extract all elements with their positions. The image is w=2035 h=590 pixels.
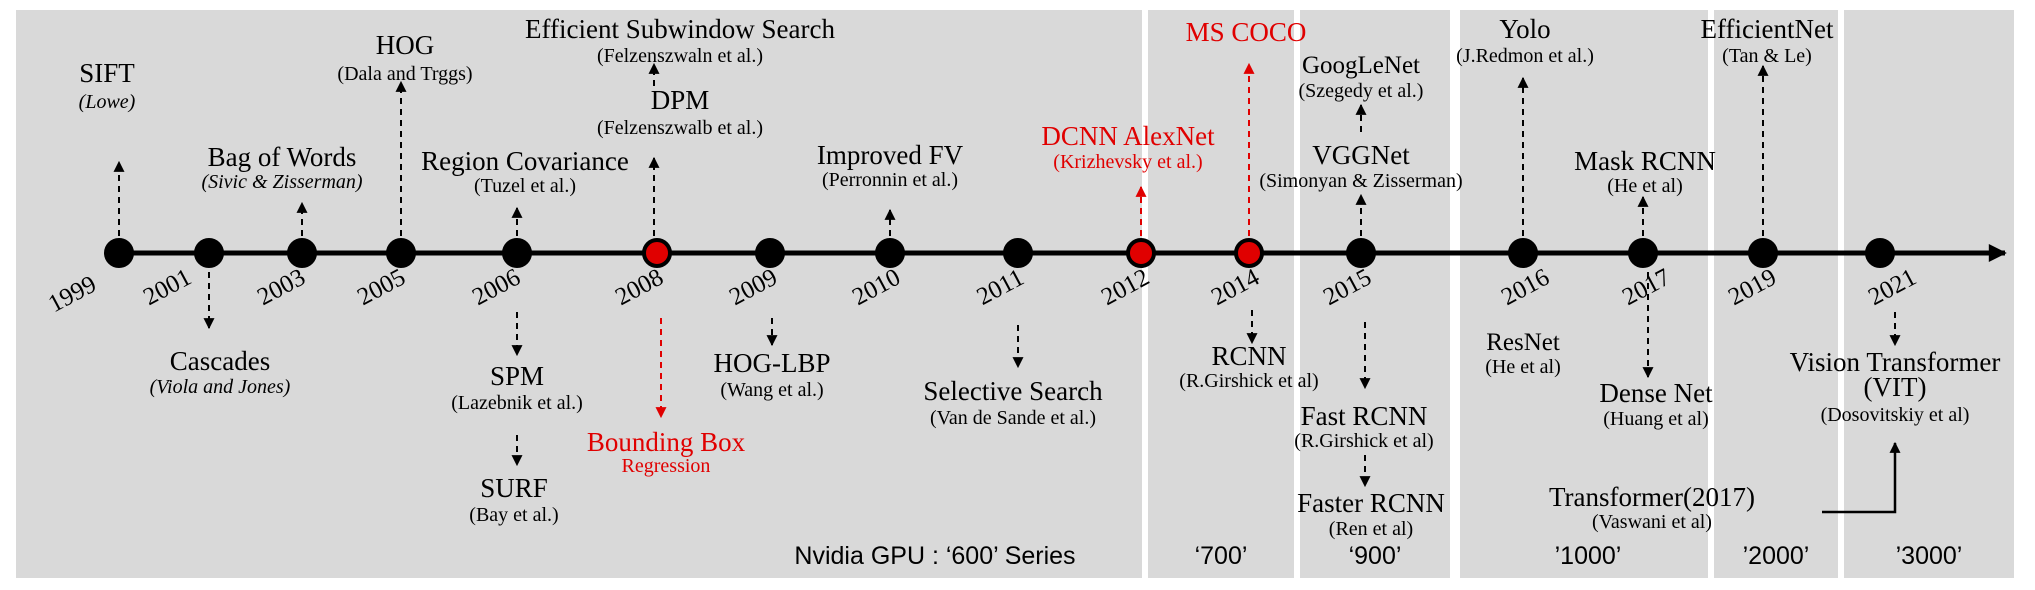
- gpu-era-label: ’1000’: [1555, 542, 1622, 570]
- milestone-name: Yolo: [1499, 14, 1550, 44]
- panel-2000: [1714, 10, 1838, 578]
- gpu-era-label: Nvidia GPU : ‘600’ Series: [794, 542, 1075, 570]
- node-1999: [104, 238, 134, 268]
- node-2003: [287, 238, 317, 268]
- milestone-authors: (Huang et al): [1603, 408, 1709, 430]
- milestone-authors: (J.Redmon et al.): [1456, 45, 1594, 67]
- milestone-name: DPM: [651, 85, 710, 115]
- connector-arrows: [113, 62, 1901, 488]
- node-2011: [1003, 238, 1033, 268]
- panel-700: [1148, 10, 1294, 578]
- milestone-authors: (Felzenszwaln et al.): [597, 45, 763, 67]
- node-2006: [502, 238, 532, 268]
- node-2012: [1126, 238, 1156, 268]
- milestone-name: SIFT: [79, 58, 135, 88]
- milestone-name: HOG: [376, 30, 435, 60]
- milestone-authors: (Ren et al): [1329, 518, 1413, 540]
- gpu-era-labels: Nvidia GPU : ‘600’ Series ‘700’ ‘900’ ’1…: [794, 542, 1962, 570]
- milestone-authors: (Tan & Le): [1722, 45, 1812, 67]
- milestone-name: Faster RCNN: [1297, 488, 1445, 518]
- node-2015: [1346, 238, 1376, 268]
- milestone-name: Bounding Box: [587, 427, 746, 457]
- milestone-authors: (Vaswani et al): [1592, 511, 1712, 533]
- milestone-authors: (Bay et al.): [469, 504, 558, 526]
- panel-900: [1300, 10, 1450, 578]
- node-2017: [1628, 238, 1658, 268]
- milestone-name: EfficientNet: [1701, 14, 1834, 44]
- milestone-authors: (He et al): [1607, 175, 1683, 197]
- node-2009: [755, 238, 785, 268]
- milestone-name: Fast RCNN: [1301, 401, 1428, 431]
- milestone-name: HOG-LBP: [713, 348, 830, 378]
- milestone-name: RCNN: [1211, 341, 1286, 371]
- milestone-authors: (Felzenszwalb et al.): [597, 117, 763, 139]
- milestone-name: Bag of Words: [208, 142, 357, 172]
- milestone-name: MS COCO: [1186, 17, 1307, 47]
- node-2001: [194, 238, 224, 268]
- milestone-name: Efficient Subwindow Search: [525, 14, 835, 44]
- arrow-transformer-to-vit: [1822, 441, 1901, 514]
- milestone-authors: (He et al): [1485, 356, 1561, 378]
- milestone-name: VGGNet: [1312, 140, 1410, 170]
- milestone-name: Dense Net: [1599, 378, 1713, 408]
- gpu-era-label: ‘700’: [1195, 542, 1248, 570]
- milestone-subtitle: Regression: [622, 455, 711, 477]
- milestone-authors: (Perronnin et al.): [822, 169, 958, 191]
- milestone-name: Improved FV: [817, 140, 964, 170]
- milestone-authors: (R.Girshick et al): [1294, 430, 1433, 452]
- milestone-authors: (Wang et al.): [720, 379, 823, 401]
- milestone-name: Selective Search: [923, 376, 1103, 406]
- node-2021: [1865, 238, 1895, 268]
- milestone-name: ResNet: [1486, 329, 1560, 356]
- milestone-name: DCNN AlexNet: [1041, 121, 1215, 151]
- timeline-nodes: [104, 238, 1895, 268]
- milestone-name: GoogLeNet: [1302, 52, 1420, 79]
- milestone-authors: (Krizhevsky et al.): [1053, 151, 1202, 173]
- milestone-authors: (Lazebnik et al.): [451, 392, 583, 414]
- node-2010: [875, 238, 905, 268]
- node-2016: [1508, 238, 1538, 268]
- milestone-name: SPM: [490, 361, 544, 391]
- milestone-name: Cascades: [170, 346, 270, 376]
- node-2005: [386, 238, 416, 268]
- node-2019: [1748, 238, 1778, 268]
- panel-600-series: [16, 10, 1142, 578]
- milestone-authors: (Tuzel et al.): [474, 175, 576, 197]
- highlight-arrows: [655, 62, 1255, 419]
- panel-3000: [1844, 10, 2014, 578]
- panel-1000: [1460, 10, 1708, 578]
- gpu-era-label: ‘900’: [1349, 542, 1402, 570]
- milestone-authors: (Dala and Trggs): [337, 63, 472, 85]
- milestone-authors: (Dosovitskiy et al): [1821, 404, 1970, 426]
- milestones-above: SIFT (Lowe) Bag of Words (Sivic & Zisser…: [79, 14, 1834, 197]
- milestone-name: SURF: [480, 473, 548, 503]
- milestone-authors: (Szegedy et al.): [1299, 80, 1424, 102]
- milestone-authors: (Viola and Jones): [150, 376, 291, 398]
- gpu-era-panels: [16, 10, 2014, 578]
- milestone-authors: (Van de Sande et al.): [930, 407, 1096, 429]
- milestone-authors: (Simonyan & Zisserman): [1259, 170, 1462, 192]
- node-2014: [1234, 238, 1264, 268]
- milestones-below: Cascades (Viola and Jones) SPM (Lazebnik…: [150, 329, 2001, 540]
- milestone-name: Vision Transformer: [1790, 347, 2001, 377]
- milestone-name: Mask RCNN: [1574, 146, 1716, 176]
- gpu-era-label: ’3000’: [1896, 542, 1963, 570]
- milestone-authors: (R.Girshick et al): [1179, 370, 1318, 392]
- milestone-name: Transformer(2017): [1549, 482, 1755, 512]
- node-2008: [642, 238, 672, 268]
- milestone-name: Region Covariance: [421, 146, 629, 176]
- gpu-era-label: ’2000’: [1743, 542, 1810, 570]
- milestone-name-abbr: (VIT): [1864, 372, 1927, 402]
- milestone-authors: (Lowe): [79, 91, 136, 113]
- milestone-authors: (Sivic & Zisserman): [201, 171, 362, 193]
